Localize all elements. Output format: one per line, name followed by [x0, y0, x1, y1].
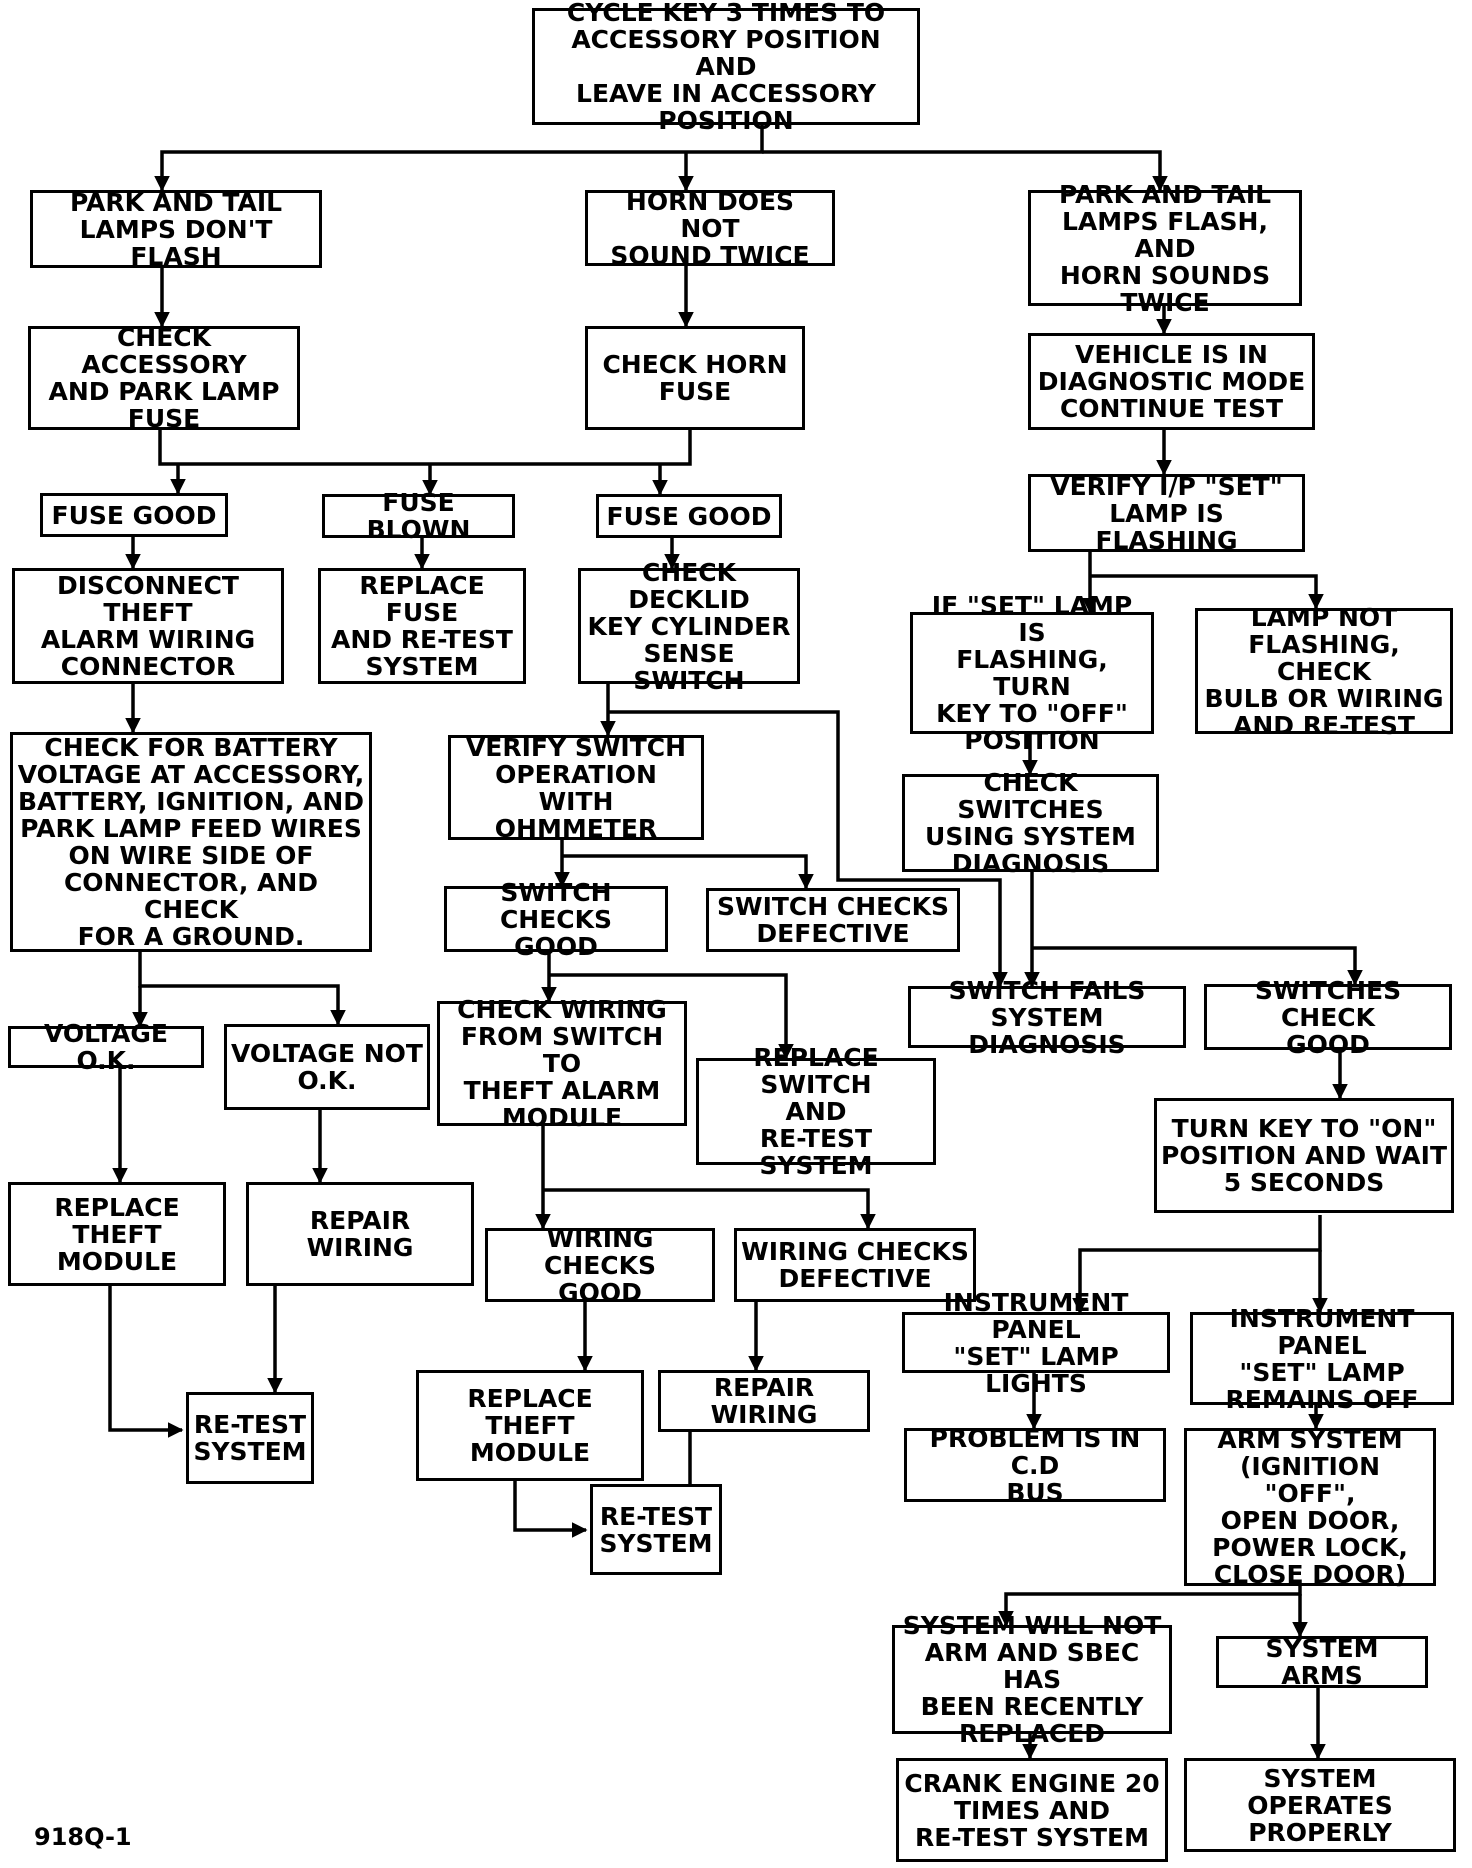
- step-wiring-checks-good: WIRING CHECKS GOOD: [485, 1225, 715, 1306]
- step-verify-switch-ohm: VERIFY SWITCH OPERATION WITH OHMMETER: [448, 734, 704, 842]
- step-check-acc-park-fuse: CHECK ACCESSORY AND PARK LAMP FUSE: [28, 324, 300, 432]
- step-horn-not-twice: HORN DOES NOT SOUND TWICE: [585, 188, 835, 269]
- step-park-tail-flash-horn: PARK AND TAIL LAMPS FLASH, AND HORN SOUN…: [1028, 181, 1302, 316]
- step-system-will-not-arm: SYSTEM WILL NOT ARM AND SBEC HAS BEEN RE…: [892, 1612, 1172, 1747]
- step-problem-ccd: PROBLEM IS IN C.D BUS: [904, 1425, 1166, 1506]
- step-if-set-flashing: IF "SET" LAMP IS FLASHING, TURN KEY TO "…: [910, 592, 1154, 754]
- step-fuse-blown: FUSE BLOWN: [322, 489, 515, 543]
- step-check-decklid: CHECK DECKLID KEY CYLINDER SENSE SWITCH: [578, 559, 800, 694]
- step-turn-key-on: TURN KEY TO "ON" POSITION AND WAIT 5 SEC…: [1154, 1098, 1454, 1213]
- step-park-tail-dont-flash: PARK AND TAIL LAMPS DON'T FLASH: [30, 189, 322, 270]
- step-fuse-good-2: FUSE GOOD: [596, 494, 782, 538]
- step-replace-fuse: REPLACE FUSE AND RE-TEST SYSTEM: [318, 568, 526, 684]
- step-voltage-not-ok: VOLTAGE NOT O.K.: [224, 1024, 430, 1110]
- step-replace-theft-2: REPLACE THEFT MODULE: [416, 1370, 644, 1481]
- step-lamp-not-flashing: LAMP NOT FLASHING, CHECK BULB OR WIRING …: [1195, 604, 1453, 739]
- step-switch-fails-diag: SWITCH FAILS SYSTEM DIAGNOSIS: [908, 977, 1186, 1058]
- step-ip-set-off: INSTRUMENT PANEL "SET" LAMP REMAINS OFF: [1190, 1305, 1454, 1413]
- step-repair-wiring-2: REPAIR WIRING: [658, 1370, 870, 1432]
- step-replace-theft-1: REPLACE THEFT MODULE: [8, 1182, 226, 1286]
- step-check-battery-voltage: CHECK FOR BATTERY VOLTAGE AT ACCESSORY, …: [10, 732, 372, 952]
- step-vehicle-diag-mode: VEHICLE IS IN DIAGNOSTIC MODE CONTINUE T…: [1028, 333, 1315, 430]
- step-fuse-good-1: FUSE GOOD: [40, 493, 228, 537]
- step-switch-checks-defective: SWITCH CHECKS DEFECTIVE: [706, 888, 960, 952]
- step-replace-switch: REPLACE SWITCH AND RE-TEST SYSTEM: [696, 1044, 936, 1179]
- step-voltage-ok: VOLTAGE O.K.: [8, 1020, 204, 1074]
- step-check-wiring-switch: CHECK WIRING FROM SWITCH TO THEFT ALARM …: [437, 996, 687, 1131]
- step-ip-set-lights: INSTRUMENT PANEL "SET" LAMP LIGHTS: [902, 1289, 1170, 1397]
- step-cycle-key: CYCLE KEY 3 TIMES TO ACCESSORY POSITION …: [532, 0, 920, 134]
- step-disconnect-theft: DISCONNECT THEFT ALARM WIRING CONNECTOR: [12, 568, 284, 684]
- step-arm-system: ARM SYSTEM (IGNITION "OFF", OPEN DOOR, P…: [1184, 1426, 1436, 1588]
- step-switch-checks-good: SWITCH CHECKS GOOD: [444, 879, 668, 960]
- step-system-arms: SYSTEM ARMS: [1216, 1635, 1428, 1689]
- step-system-operates: SYSTEM OPERATES PROPERLY: [1184, 1758, 1456, 1852]
- step-retest-1: RE-TEST SYSTEM: [186, 1392, 314, 1484]
- step-repair-wiring-1: REPAIR WIRING: [246, 1182, 474, 1286]
- step-switches-check-good: SWITCHES CHECK GOOD: [1204, 977, 1452, 1058]
- step-check-switches-sysdiag: CHECK SWITCHES USING SYSTEM DIAGNOSIS: [902, 769, 1159, 877]
- step-crank-engine: CRANK ENGINE 20 TIMES AND RE-TEST SYSTEM: [896, 1758, 1168, 1862]
- step-verify-set-lamp: VERIFY I/P "SET" LAMP IS FLASHING: [1028, 473, 1305, 554]
- step-retest-2: RE-TEST SYSTEM: [590, 1484, 722, 1575]
- step-wiring-checks-defective: WIRING CHECKS DEFECTIVE: [734, 1228, 976, 1302]
- figure-label: 918Q-1: [34, 1823, 132, 1851]
- step-check-horn-fuse: CHECK HORN FUSE: [585, 326, 805, 430]
